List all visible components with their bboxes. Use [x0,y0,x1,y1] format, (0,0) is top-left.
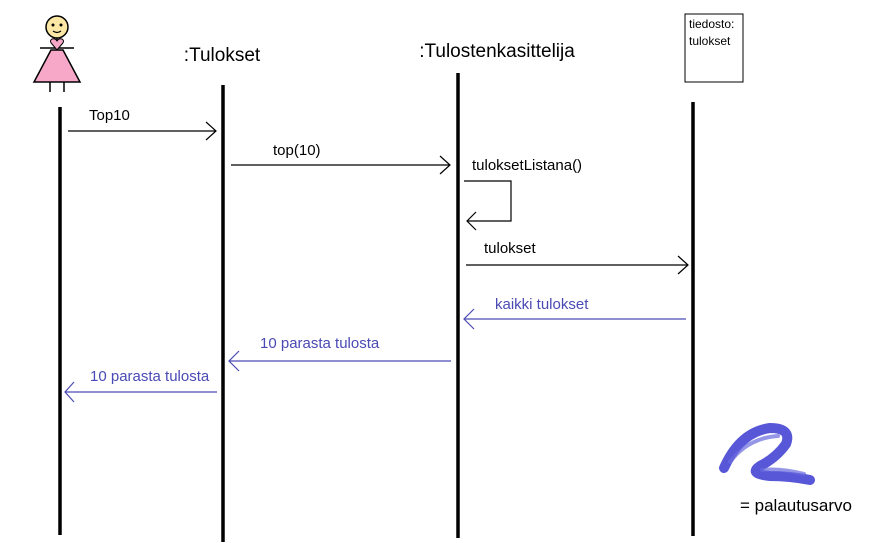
message-tulokset-label: tulokset [484,240,537,257]
participant-tulokset: :Tulokset [184,45,261,66]
file-box-label-line1: tiedosto: [689,17,734,31]
actor-figure [32,15,82,92]
message-top-arrow [231,155,451,175]
message-top-label: top(10) [273,142,321,159]
message-tulokset-arrow [466,255,689,275]
legend-label: = palautusarvo [740,496,852,515]
self-call-arrow [464,180,512,231]
message-top10-label: Top10 [89,107,130,124]
file-box-label-line2: tulokset [689,34,731,48]
participant-tulostenkasittelija: :Tulostenkasittelija [419,41,575,62]
participant-file-box: tiedosto: tulokset [684,13,744,83]
self-call-label: tuloksetListana() [472,157,582,174]
return-kaikki-arrow [463,308,686,330]
return-parasta-arrow-1 [228,350,451,372]
return-parasta-arrow-2 [64,381,217,403]
return-kaikki-label: kaikki tulokset [495,296,589,313]
legend-scribble [719,423,815,485]
return-parasta-label-2: 10 parasta tulosta [90,368,210,385]
message-top10-arrow [68,121,217,141]
return-parasta-label-1: 10 parasta tulosta [260,335,380,352]
